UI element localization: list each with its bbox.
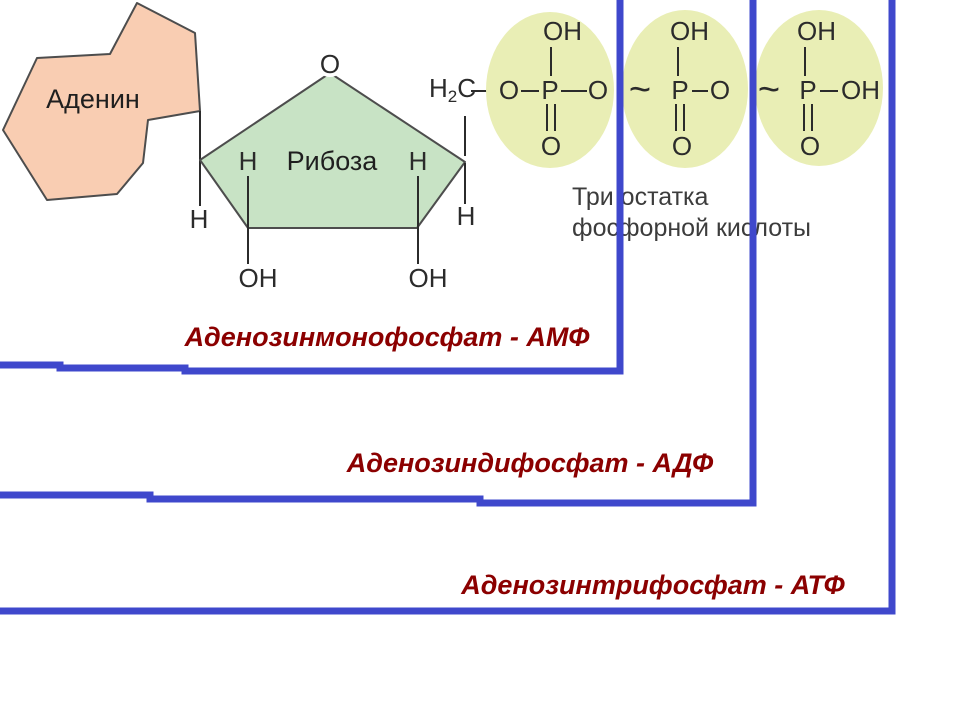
h2c-h: H — [429, 73, 448, 103]
phosphate-caption-line2: фосфорной кислоты — [572, 214, 811, 242]
p1-o-bottom: O — [541, 131, 561, 161]
p2-o-bottom: O — [672, 131, 692, 161]
phosphate-circle-1 — [486, 12, 614, 168]
amp-bracket — [0, 0, 624, 375]
p3-high-energy-bond: ~ — [758, 69, 780, 111]
p3-oh-right: OH — [841, 75, 880, 105]
p2-p: P — [671, 75, 688, 105]
ribose-shape — [199, 72, 466, 229]
phosphate-circle-2 — [622, 10, 748, 168]
amp-label: Аденозинмонофосфат - АМФ — [184, 322, 590, 352]
ribose-apex-gap — [315, 47, 345, 77]
atp-bracket — [0, 0, 896, 615]
p2-high-energy-bond: ~ — [629, 69, 651, 111]
p1-o-left: O — [499, 75, 519, 105]
h2c-c: C — [457, 73, 476, 103]
h2c-label: H2C — [429, 73, 476, 106]
h-label-outer-left: H — [190, 204, 209, 234]
p3-oh-top: OH — [797, 16, 836, 46]
phosphate-circle-3 — [755, 10, 883, 166]
h-label-inner-left: H — [239, 146, 258, 176]
adp-bracket — [0, 0, 757, 507]
p1-oh-top: OH — [543, 16, 582, 46]
adenine-shape — [2, 2, 201, 201]
p2-oh-top: OH — [670, 16, 709, 46]
p1-o-right: O — [588, 75, 608, 105]
oh-label-left: OH — [239, 263, 278, 293]
p3-o-bottom: O — [800, 131, 820, 161]
oh-label-right: OH — [409, 263, 448, 293]
p2-o-right: O — [710, 75, 730, 105]
ribose-label: Рибоза — [287, 146, 379, 176]
atp-label: Аденозинтрифосфат - АТФ — [460, 570, 845, 600]
adp-label: Аденозиндифосфат - АДФ — [346, 448, 713, 478]
h-label-inner-right: H — [409, 146, 428, 176]
h-label-outer-right: H — [457, 201, 476, 231]
p1-p: P — [541, 75, 558, 105]
phosphate-caption-line1: Три остатка — [572, 183, 709, 211]
p3-p: P — [799, 75, 816, 105]
adenine-label: Аденин — [46, 84, 140, 114]
h2c-subscript: 2 — [448, 87, 457, 106]
ribose-o-label: O — [320, 49, 340, 79]
